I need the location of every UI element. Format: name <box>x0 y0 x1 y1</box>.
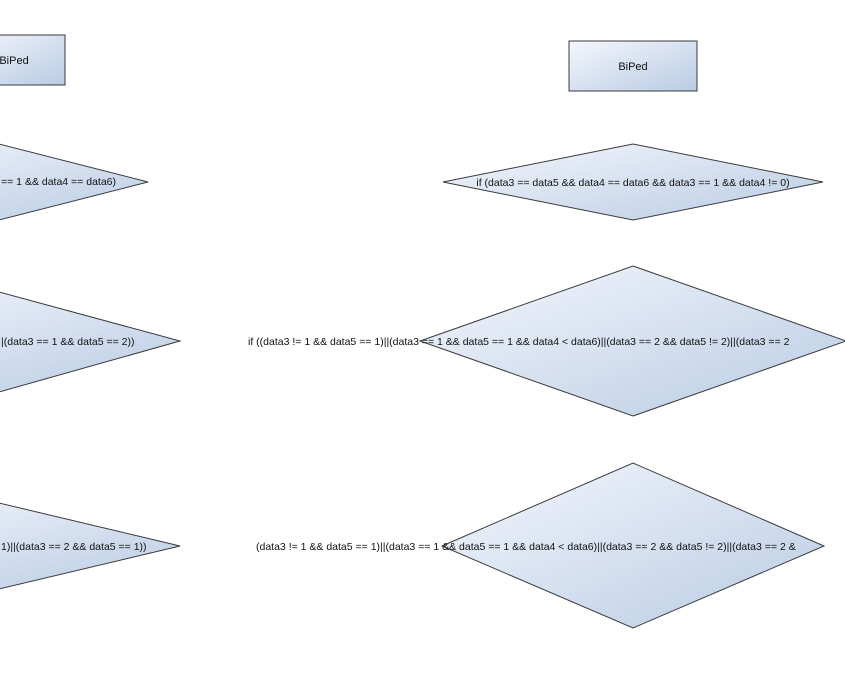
right-decision-1[interactable]: if (data3 == data5 && data4 == data6 && … <box>442 143 824 221</box>
right-process-node[interactable]: BiPed <box>568 40 698 92</box>
left-process-label: BiPed <box>0 55 29 67</box>
left-decision-3-label: 1)||(data3 == 2 && data5 == 1)) <box>1 541 147 553</box>
left-decision-1-label: == 1 && data4 == data6) <box>1 176 116 188</box>
right-decision-3-label: (data3 != 1 && data5 == 1)||(data3 == 1 … <box>256 541 796 553</box>
left-decision-2[interactable]: |(data3 == 1 && data5 == 2)) <box>0 291 182 393</box>
left-process-node[interactable]: BiPed <box>0 34 66 86</box>
right-process-label: BiPed <box>618 61 647 73</box>
left-decision-2-label: |(data3 == 1 && data5 == 2)) <box>1 336 135 348</box>
left-decision-3[interactable]: 1)||(data3 == 2 && data5 == 1)) <box>0 502 181 590</box>
right-decision-2[interactable]: if ((data3 != 1 && data5 == 1)||(data3 =… <box>248 265 845 417</box>
left-decision-1[interactable]: == 1 && data4 == data6) <box>0 143 149 221</box>
right-decision-2-label: if ((data3 != 1 && data5 == 1)||(data3 =… <box>248 336 790 348</box>
right-decision-1-label: if (data3 == data5 && data4 == data6 && … <box>476 177 789 189</box>
right-decision-3[interactable]: (data3 != 1 && data5 == 1)||(data3 == 1 … <box>256 462 826 629</box>
